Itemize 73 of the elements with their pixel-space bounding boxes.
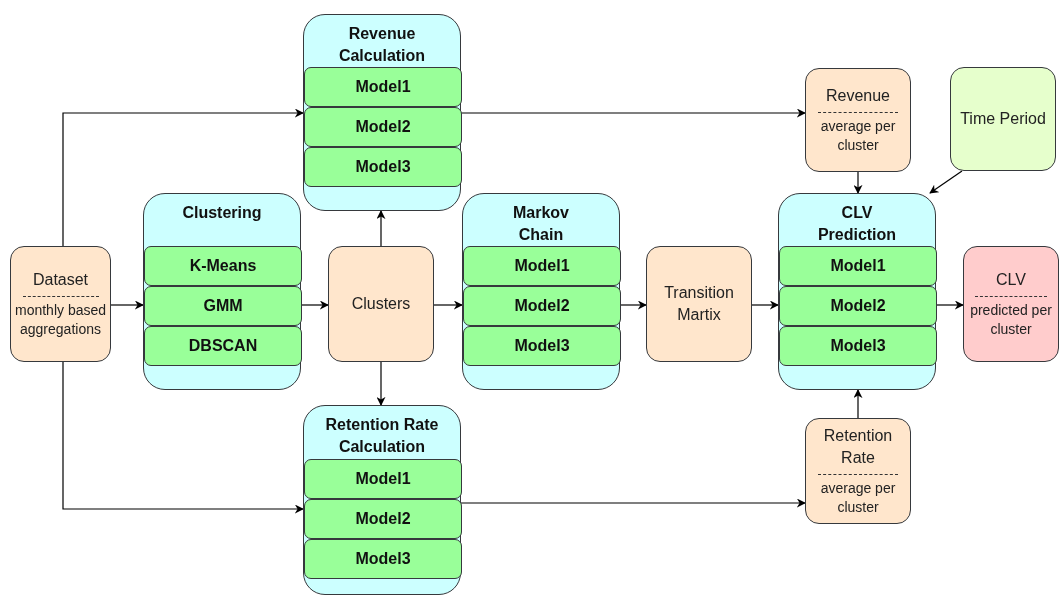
model-label: Model3	[355, 158, 411, 176]
model-label: Model2	[514, 297, 570, 315]
arrow	[751, 300, 779, 310]
box-title: Clusters	[351, 294, 411, 314]
model-box	[463, 286, 621, 326]
model-label: Model1	[355, 470, 411, 488]
model-label: Model2	[355, 118, 411, 136]
model-label: Model3	[355, 550, 411, 568]
box-subtitle: monthly based aggregations	[13, 301, 108, 339]
arrow	[853, 171, 863, 194]
group-box	[778, 193, 936, 390]
arrow	[376, 361, 386, 406]
box-title: Transition Martix	[663, 283, 735, 325]
group-heading: Retention Rate Calculation	[324, 415, 440, 457]
arrow	[460, 498, 806, 508]
model-box	[144, 286, 302, 326]
group-box	[303, 14, 461, 211]
process-box	[10, 246, 111, 362]
group-box	[462, 193, 620, 390]
model-box	[304, 107, 462, 147]
group-box	[303, 405, 461, 595]
arrow	[110, 300, 144, 310]
model-box	[463, 246, 621, 286]
model-box	[304, 459, 462, 499]
group-heading: Markov Chain	[512, 203, 570, 245]
model-box	[144, 246, 302, 286]
box-title: Revenue	[825, 86, 890, 106]
arrow	[619, 300, 647, 310]
arrow	[853, 389, 863, 419]
process-box	[805, 418, 911, 524]
model-label: Model2	[355, 510, 411, 528]
model-label: Model1	[830, 257, 886, 275]
model-box	[779, 246, 937, 286]
model-box	[463, 326, 621, 366]
group-heading: Revenue Calculation	[337, 24, 427, 66]
model-box	[304, 147, 462, 187]
arrow	[376, 210, 386, 247]
group-heading: Clustering	[181, 203, 263, 223]
process-box	[805, 68, 911, 172]
model-box	[144, 326, 302, 366]
model-label: DBSCAN	[188, 337, 258, 355]
group-heading: CLV Prediction	[816, 203, 898, 245]
process-box	[950, 67, 1056, 171]
model-box	[304, 67, 462, 107]
group-box	[143, 193, 301, 390]
model-box	[304, 499, 462, 539]
box-title: Retention Rate	[822, 426, 894, 468]
arrow	[929, 170, 963, 194]
model-label: Model1	[514, 257, 570, 275]
process-box	[328, 246, 434, 362]
arrow	[300, 300, 329, 310]
model-label: Model1	[355, 78, 411, 96]
arrow	[62, 108, 304, 247]
arrow	[460, 108, 806, 118]
model-label: GMM	[203, 297, 243, 315]
arrow	[935, 300, 964, 310]
model-label: K-Means	[189, 257, 257, 275]
model-label: Model2	[830, 297, 886, 315]
model-box	[779, 326, 937, 366]
model-box	[779, 286, 937, 326]
arrow	[433, 300, 463, 310]
box-title: Dataset	[32, 270, 89, 290]
model-label: Model3	[514, 337, 570, 355]
arrow	[62, 361, 304, 514]
box-subtitle: predicted per cluster	[969, 301, 1053, 339]
box-title: Time Period	[960, 109, 1046, 129]
box-subtitle: average per cluster	[819, 479, 897, 517]
process-box	[646, 246, 752, 362]
box-subtitle: average per cluster	[819, 117, 897, 155]
model-box	[304, 539, 462, 579]
model-label: Model3	[830, 337, 886, 355]
process-box	[963, 246, 1059, 362]
box-title: CLV	[996, 270, 1026, 290]
